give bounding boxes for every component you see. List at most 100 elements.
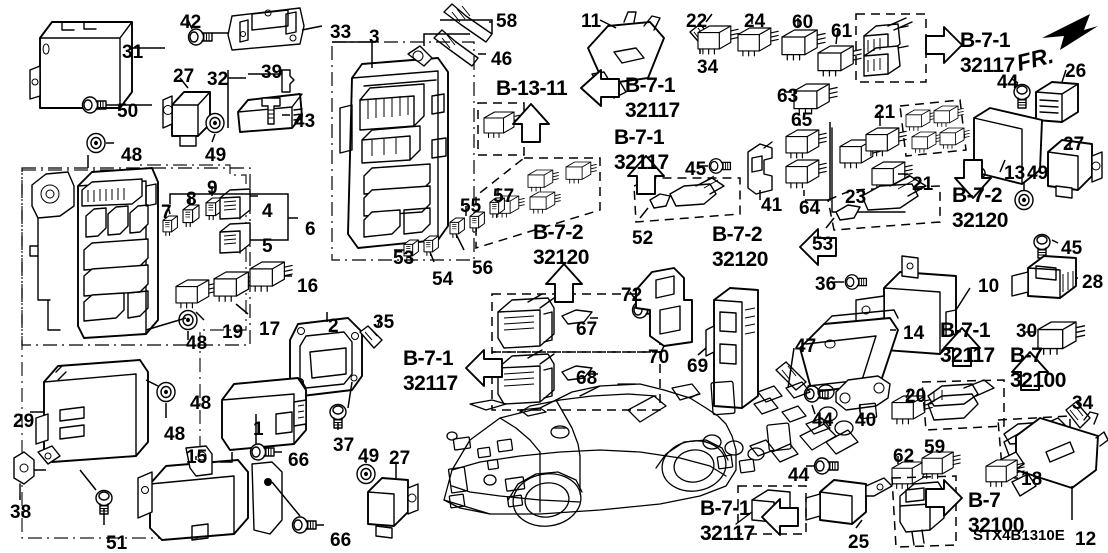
callout-number: 6 bbox=[305, 219, 316, 240]
callout-number: 37 bbox=[333, 435, 355, 456]
reference-code-line1: B-7-1 bbox=[700, 497, 751, 520]
callout-number: 62 bbox=[893, 446, 915, 467]
callout-number: 52 bbox=[632, 228, 654, 249]
callout-number: 34 bbox=[697, 57, 719, 78]
reference-code-line1: B-7 bbox=[968, 489, 1001, 512]
reference-code-line1: B-7-1 bbox=[940, 319, 991, 342]
callout-number: 35 bbox=[373, 312, 395, 333]
callout-number: 44 bbox=[788, 465, 810, 486]
reference-code-line1: B-7-2 bbox=[533, 221, 584, 244]
callout-number: 64 bbox=[799, 198, 821, 219]
reference-code-line2: 32117 bbox=[403, 372, 458, 395]
reference-code-line2: 32117 bbox=[940, 344, 995, 367]
callout-number: 15 bbox=[186, 447, 208, 468]
part-39-clip bbox=[281, 69, 295, 93]
part-29-ecu bbox=[35, 359, 149, 465]
callout-number: 17 bbox=[259, 319, 281, 340]
callout-number: 61 bbox=[831, 21, 853, 42]
callout-number: 29 bbox=[13, 411, 35, 432]
connector-cluster-topright bbox=[863, 17, 913, 77]
callout-number: 27 bbox=[1063, 134, 1085, 155]
callout-number: 48 bbox=[164, 424, 186, 445]
callout-number: 4 bbox=[262, 201, 273, 222]
callout-number: 66 bbox=[330, 530, 352, 551]
callout-number: 16 bbox=[297, 276, 319, 297]
callout-number: 14 bbox=[903, 323, 925, 344]
part-27-sensor-bottom bbox=[367, 477, 419, 539]
reference-code-line2: 32117 bbox=[960, 54, 1015, 77]
reference-code-line1: B-7-1 bbox=[625, 74, 676, 97]
callout-number: 10 bbox=[978, 276, 1000, 297]
callout-number: 2 bbox=[328, 316, 339, 337]
reference-code-line2: 32117 bbox=[625, 99, 680, 122]
callout-number: 66 bbox=[288, 450, 310, 471]
callout-number: 38 bbox=[10, 502, 32, 523]
front-direction-arrow bbox=[1042, 14, 1098, 50]
callout-number: 12 bbox=[1075, 529, 1097, 550]
part-15-bracket bbox=[137, 445, 283, 541]
part-52-connector bbox=[649, 175, 725, 209]
vehicle-component-markers bbox=[446, 380, 878, 509]
callout-number: 50 bbox=[117, 101, 139, 122]
part-35-screw bbox=[359, 325, 383, 349]
callout-number: 44 bbox=[812, 410, 834, 431]
callout-number: 30 bbox=[1016, 321, 1038, 342]
sheet-id-label: STX4B1310E bbox=[973, 527, 1065, 544]
callout-number: 36 bbox=[815, 274, 837, 295]
part-27-sensor-top bbox=[162, 91, 211, 147]
part-53-connector-right bbox=[835, 174, 927, 221]
callout-number: 48 bbox=[121, 145, 143, 166]
callout-number: 24 bbox=[744, 11, 766, 32]
callout-number: 58 bbox=[496, 11, 518, 32]
reference-code-line1: B-7-1 bbox=[614, 126, 665, 149]
part-58-bolt bbox=[443, 3, 493, 43]
callout-number: 27 bbox=[389, 448, 411, 469]
callout-number: 68 bbox=[576, 368, 598, 389]
callout-number: 46 bbox=[491, 49, 513, 70]
callout-number: 51 bbox=[106, 533, 128, 553]
callout-number: 25 bbox=[848, 532, 870, 553]
part-31-control-unit bbox=[29, 21, 133, 109]
part-69-connector bbox=[705, 287, 759, 409]
part-70-bracket bbox=[635, 267, 693, 347]
callout-number: 67 bbox=[576, 319, 598, 340]
part-34-screw-right bbox=[1065, 401, 1091, 429]
reference-code: B-13-11 bbox=[496, 78, 568, 99]
part-1-cover bbox=[221, 377, 307, 451]
callout-number: 1 bbox=[253, 419, 264, 440]
reference-code-line1: B-7-1 bbox=[403, 347, 454, 370]
callout-number: 40 bbox=[855, 410, 877, 431]
callout-number: 20 bbox=[905, 386, 927, 407]
reference-code-line2: 32120 bbox=[712, 248, 768, 271]
callout-number: 27 bbox=[173, 66, 195, 87]
callout-number: 57 bbox=[493, 186, 515, 207]
reference-code-line1: B-7-1 bbox=[960, 29, 1011, 52]
part-5-connector bbox=[219, 222, 251, 254]
callout-number: 32 bbox=[207, 69, 229, 90]
callout-number: 21 bbox=[912, 174, 934, 195]
callout-number: 56 bbox=[472, 258, 494, 279]
part-33-bracket bbox=[227, 7, 305, 51]
callout-number: 60 bbox=[792, 12, 814, 33]
callout-number: 55 bbox=[460, 196, 482, 217]
callout-number: 28 bbox=[1082, 272, 1104, 293]
callout-number: 44 bbox=[997, 72, 1019, 93]
part-6-boundary bbox=[21, 164, 247, 539]
callout-number: 45 bbox=[1061, 238, 1083, 259]
callout-number: 49 bbox=[205, 145, 227, 166]
callout-number: 59 bbox=[924, 437, 946, 458]
callout-number: 47 bbox=[795, 336, 817, 357]
callout-number: 21 bbox=[874, 102, 896, 123]
part-43-bolt bbox=[261, 97, 281, 125]
callout-number: 11 bbox=[581, 11, 602, 32]
callout-number: 9 bbox=[207, 178, 218, 199]
callout-number: 48 bbox=[190, 393, 212, 414]
